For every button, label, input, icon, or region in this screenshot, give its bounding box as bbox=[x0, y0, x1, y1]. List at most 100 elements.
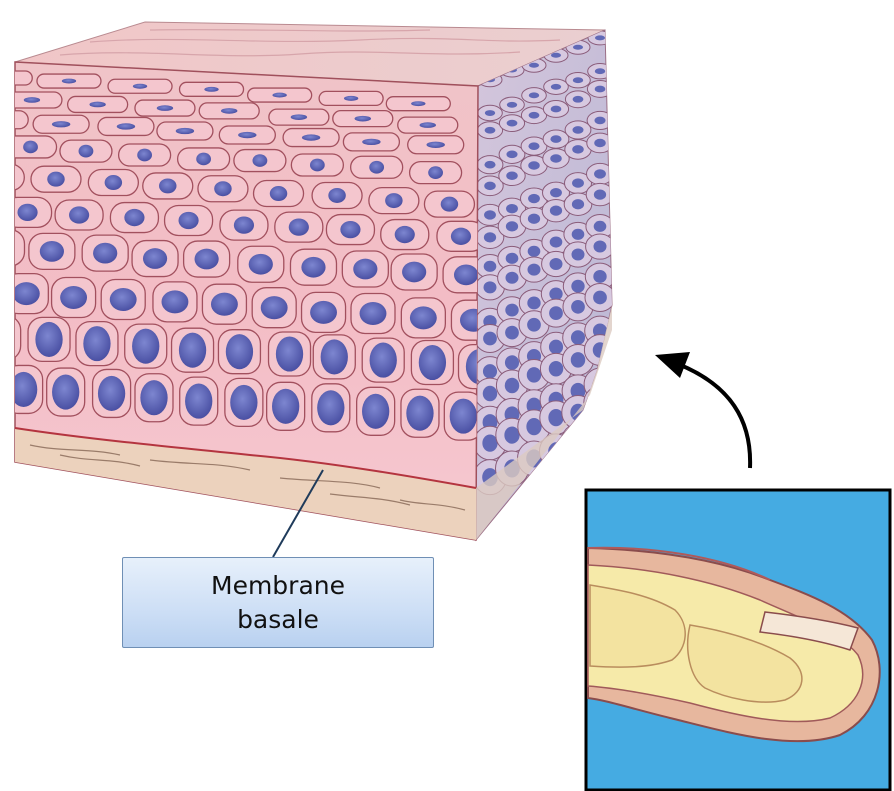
cell-nucleus bbox=[406, 396, 433, 431]
curved-arrow-icon bbox=[655, 352, 690, 378]
side-cell-nucleus bbox=[505, 355, 519, 370]
cell-nucleus bbox=[276, 336, 303, 371]
side-cell-nucleus bbox=[573, 77, 583, 83]
cell-nucleus bbox=[0, 76, 7, 81]
cell-nucleus bbox=[124, 209, 144, 226]
cell-nucleus bbox=[317, 390, 344, 425]
side-cell-nucleus bbox=[550, 206, 562, 216]
side-cell-nucleus bbox=[527, 297, 540, 310]
side-cell-nucleus bbox=[592, 394, 607, 411]
cell-nucleus bbox=[369, 161, 384, 174]
cell-nucleus bbox=[355, 116, 371, 122]
cell-nucleus bbox=[302, 134, 320, 140]
cell-nucleus bbox=[454, 264, 478, 285]
cell-nucleus bbox=[402, 262, 426, 283]
cell-nucleus bbox=[328, 188, 345, 203]
side-cell-nucleus bbox=[506, 171, 518, 180]
cell-nucleus bbox=[291, 114, 307, 120]
cell-nucleus bbox=[69, 206, 89, 223]
cell-nucleus bbox=[420, 122, 436, 128]
side-cell-nucleus bbox=[573, 96, 584, 103]
side-cell-nucleus bbox=[571, 330, 585, 345]
side-cell-nucleus bbox=[570, 432, 586, 450]
cell-nucleus bbox=[35, 322, 62, 357]
side-cell-nucleus bbox=[504, 426, 519, 443]
side-cell-nucleus bbox=[551, 106, 562, 113]
side-cell-nucleus bbox=[505, 378, 520, 394]
side-cell-nucleus bbox=[528, 246, 541, 257]
side-cell-nucleus bbox=[572, 178, 584, 187]
cell-nucleus bbox=[105, 175, 122, 190]
cell-nucleus bbox=[52, 121, 70, 127]
side-cell-nucleus bbox=[484, 161, 495, 169]
cell-nucleus bbox=[270, 186, 287, 201]
cell-nucleus bbox=[17, 204, 37, 221]
side-cell-nucleus bbox=[550, 135, 561, 143]
zoom-arrow bbox=[678, 364, 750, 468]
cell-nucleus bbox=[13, 282, 40, 305]
cell-nucleus bbox=[344, 96, 358, 101]
cell-nucleus bbox=[272, 93, 286, 98]
side-cell-nucleus bbox=[507, 120, 518, 127]
cell-nucleus bbox=[0, 170, 8, 185]
cell-nucleus bbox=[441, 197, 458, 212]
side-cell-nucleus bbox=[483, 364, 497, 379]
cell-nucleus bbox=[272, 389, 299, 424]
side-cell-nucleus bbox=[529, 63, 539, 68]
cell-nucleus bbox=[310, 159, 325, 172]
cell-nucleus bbox=[117, 123, 135, 129]
side-cell-nucleus bbox=[482, 434, 497, 451]
cell-nucleus bbox=[353, 259, 377, 280]
cell-nucleus bbox=[185, 384, 212, 419]
side-cell-nucleus bbox=[551, 84, 561, 90]
side-cell-nucleus bbox=[549, 287, 562, 300]
front-face-cells bbox=[0, 71, 501, 440]
side-cell-nucleus bbox=[550, 236, 563, 247]
cell-nucleus bbox=[89, 102, 105, 108]
side-cell-nucleus bbox=[550, 188, 562, 197]
cell-nucleus bbox=[426, 142, 444, 148]
cell-nucleus bbox=[451, 228, 471, 245]
cell-nucleus bbox=[321, 339, 348, 374]
cell-nucleus bbox=[204, 87, 218, 92]
cell-nucleus bbox=[0, 238, 14, 259]
side-cell-nucleus bbox=[592, 426, 608, 444]
cell-nucleus bbox=[62, 79, 76, 84]
epithelial-cell bbox=[0, 71, 32, 85]
cell-nucleus bbox=[340, 221, 360, 238]
side-cell-nucleus bbox=[529, 92, 539, 98]
side-cell-nucleus bbox=[485, 110, 495, 116]
cell-nucleus bbox=[226, 334, 253, 369]
side-cell-nucleus bbox=[527, 318, 541, 332]
side-cell bbox=[562, 424, 595, 459]
side-cell-nucleus bbox=[506, 253, 519, 264]
cell-nucleus bbox=[234, 216, 254, 233]
side-cell-nucleus bbox=[571, 300, 585, 314]
side-cell-nucleus bbox=[573, 45, 583, 50]
side-cell-nucleus bbox=[595, 35, 605, 40]
cell-nucleus bbox=[411, 101, 425, 106]
cell-nucleus bbox=[98, 376, 125, 411]
side-cell-nucleus bbox=[572, 199, 584, 209]
cell-nucleus bbox=[196, 153, 211, 166]
side-cell-nucleus bbox=[484, 232, 496, 242]
cell-nucleus bbox=[195, 249, 219, 270]
cell-nucleus bbox=[360, 302, 387, 325]
cell-nucleus bbox=[238, 132, 256, 138]
side-cell-nucleus bbox=[572, 145, 584, 154]
side-cell-nucleus bbox=[528, 161, 540, 170]
side-cell-nucleus bbox=[572, 229, 585, 240]
side-cell-nucleus bbox=[484, 281, 497, 293]
cell-nucleus bbox=[143, 248, 167, 269]
cell-nucleus bbox=[221, 108, 237, 114]
cell-nucleus bbox=[60, 286, 87, 309]
basement-membrane-label: Membrane basale bbox=[122, 557, 434, 648]
side-cell-nucleus bbox=[506, 204, 518, 213]
side-cell-nucleus bbox=[549, 340, 563, 355]
side-cell-nucleus bbox=[528, 214, 540, 224]
label-line-2: basale bbox=[211, 603, 345, 637]
side-cell-nucleus bbox=[484, 210, 496, 219]
cell-nucleus bbox=[83, 326, 110, 361]
side-cell-nucleus bbox=[572, 126, 583, 134]
